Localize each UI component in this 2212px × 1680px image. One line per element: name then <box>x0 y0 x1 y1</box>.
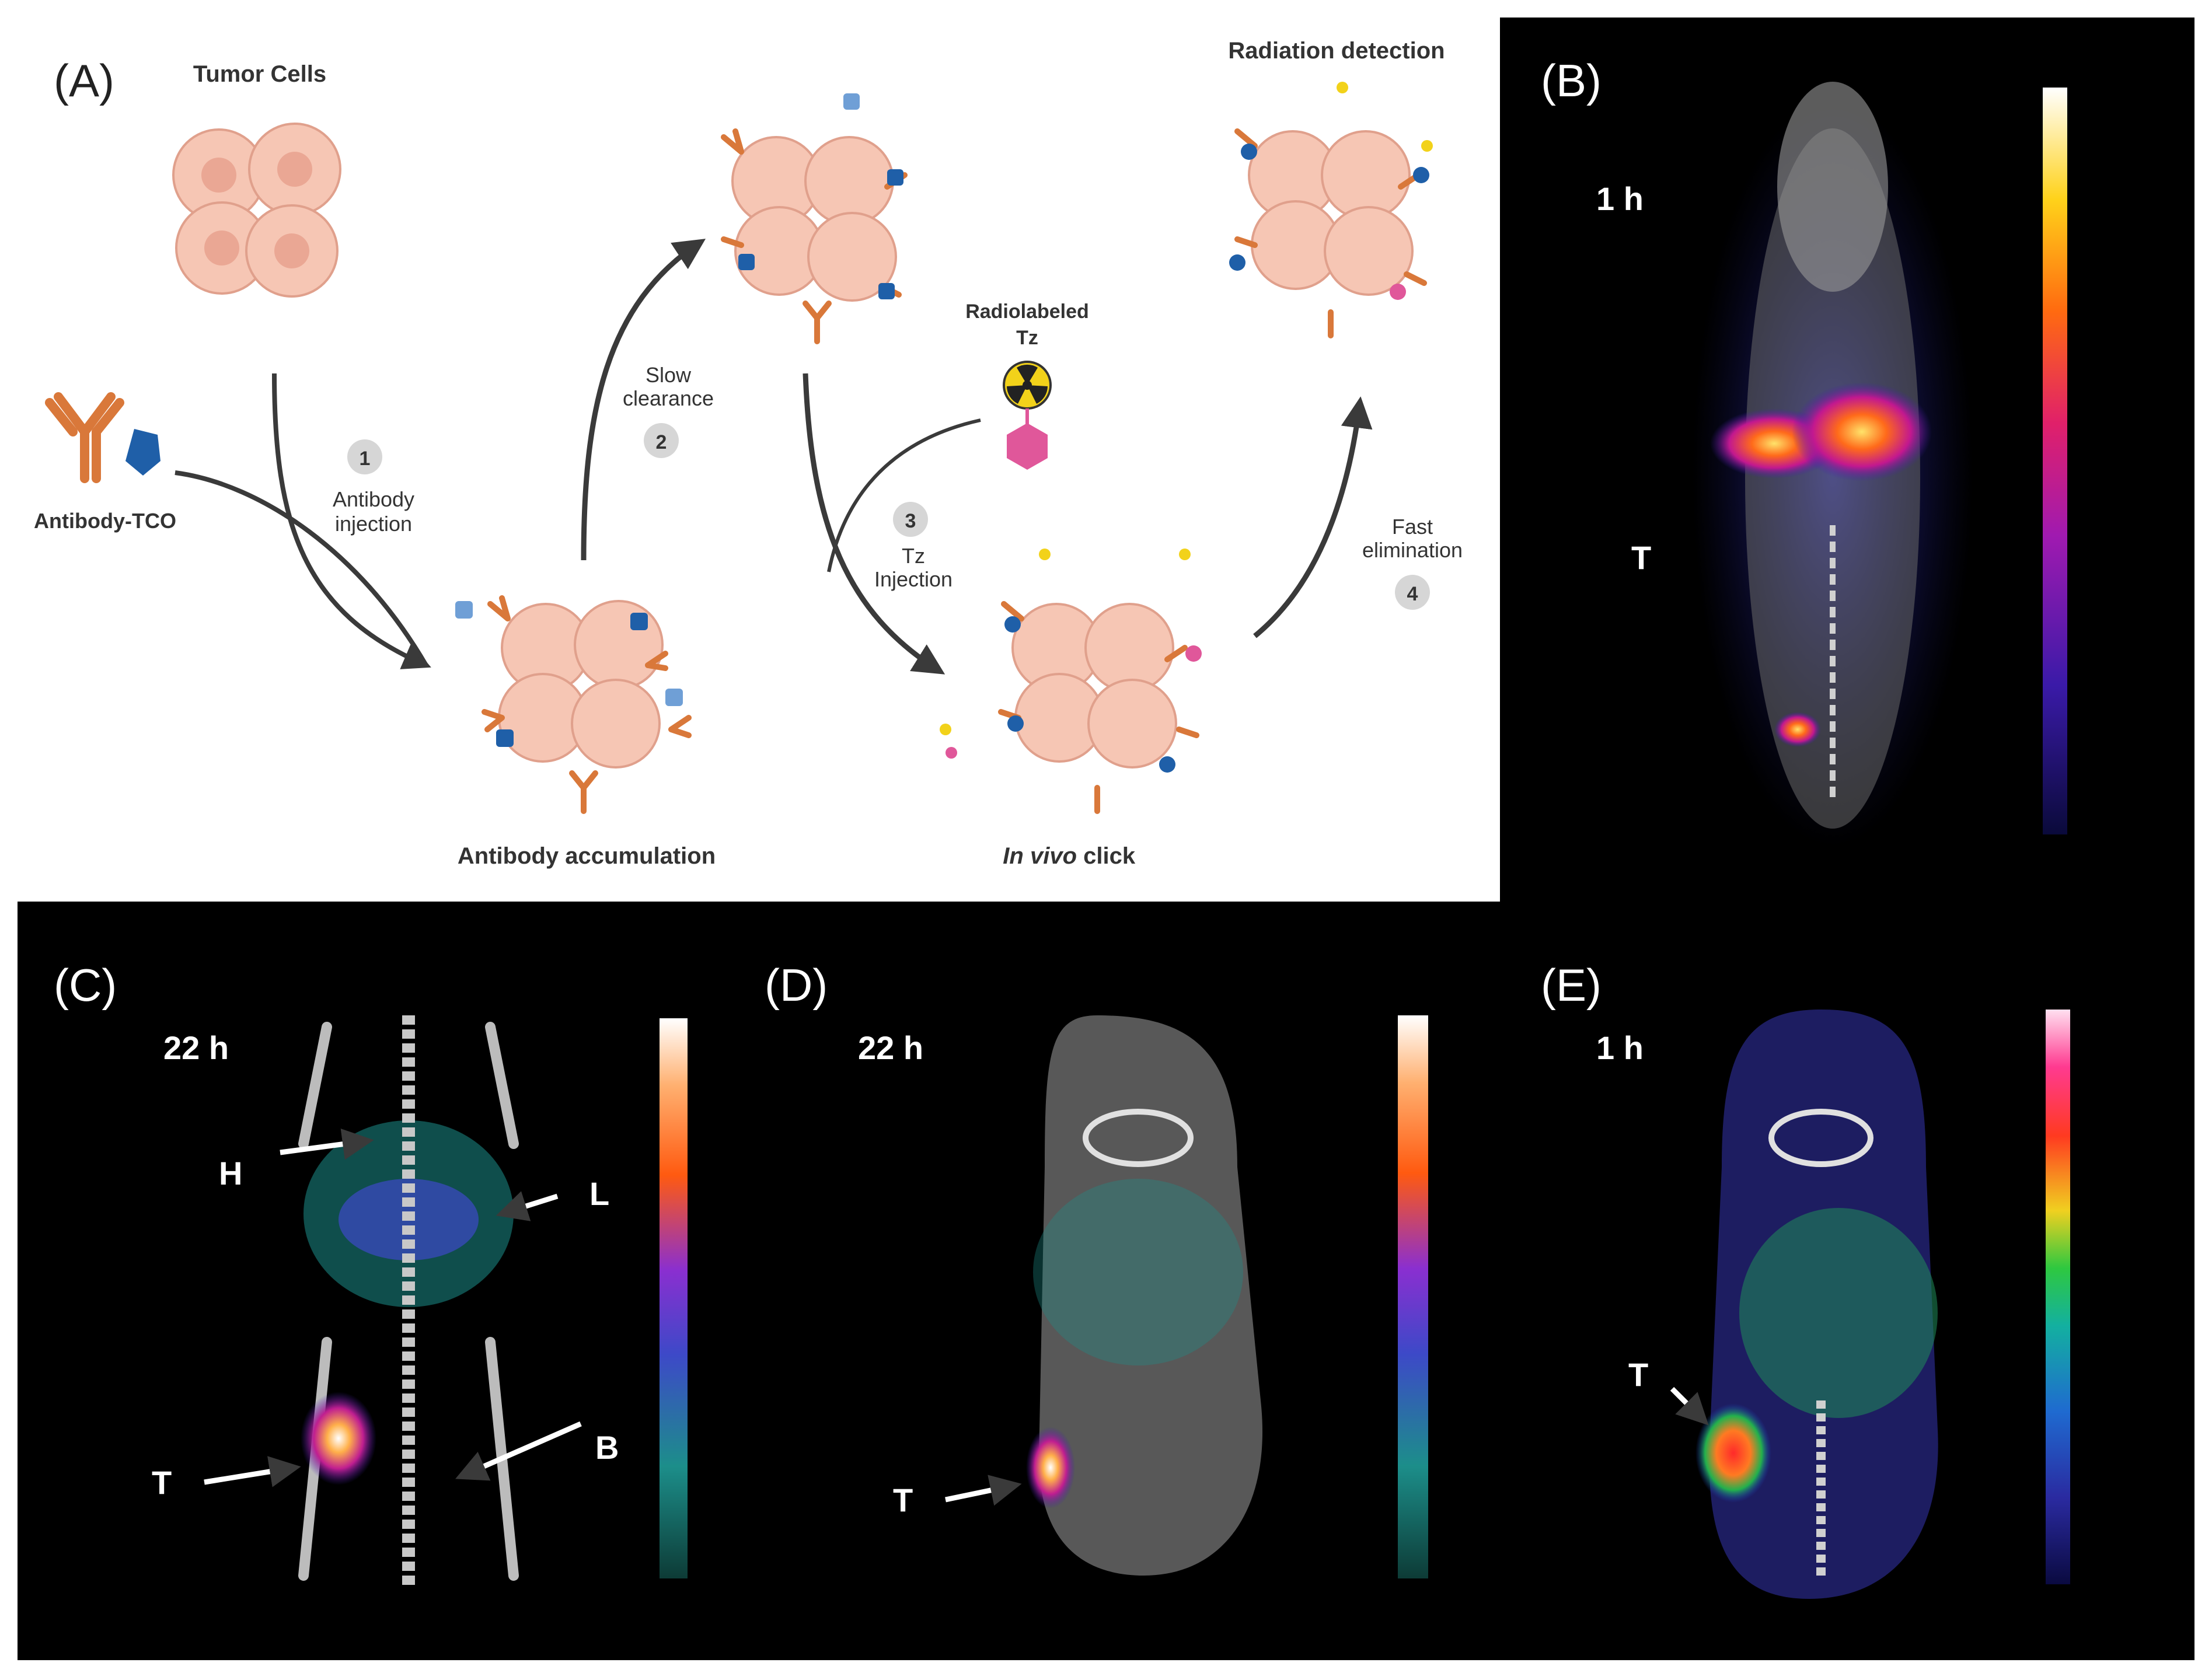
panel-c-color-scale <box>660 1018 688 1578</box>
step3-text-line1: Tz <box>902 544 925 568</box>
panel-e-time: 1 h <box>1596 1029 1644 1066</box>
step2-text-line2: clearance <box>623 386 714 410</box>
panel-c-marker-l: L <box>589 1175 609 1212</box>
step1-arrow-from-antibody <box>175 470 428 667</box>
antibody-tco-icon <box>45 392 161 483</box>
radiolabeled-label-line2: Tz <box>1016 327 1038 349</box>
panel-b-time: 1 h <box>1596 180 1644 217</box>
tetrazine-icon <box>1007 423 1048 470</box>
step4-number: 4 <box>1407 583 1418 605</box>
panel-c-marker-b: B <box>595 1429 619 1466</box>
panel-d-arrow-t <box>945 1475 1022 1506</box>
radiation-detection-cluster <box>1229 82 1433 338</box>
panel-b: (B) 1 h T <box>1541 55 2067 846</box>
step3-number: 3 <box>905 510 916 532</box>
panel-c-time: 22 h <box>163 1029 229 1066</box>
step1-text-line2: injection <box>335 512 412 536</box>
antibody-accumulation-cluster <box>455 595 692 814</box>
panel-c-label: (C) <box>54 959 117 1011</box>
step4-circle <box>1395 575 1430 610</box>
step2-number: 2 <box>656 431 667 453</box>
panel-b-label: (B) <box>1541 55 1602 106</box>
step1-number: 1 <box>360 448 371 470</box>
tz-arrow <box>827 418 981 572</box>
panel-c-marker-t: T <box>152 1464 172 1501</box>
panel-d-label: (D) <box>765 959 828 1011</box>
panel-d-scan <box>1026 1015 1263 1576</box>
antibody-accumulation-label: Antibody accumulation <box>458 843 716 869</box>
radiolabeled-label-line1: Radiolabeled <box>965 301 1089 323</box>
panel-a-label: (A) <box>54 55 114 106</box>
panel-a: (A) Tumor Cells Antibody-TCO 1 <box>34 38 1463 869</box>
slow-clearance-cluster <box>721 93 908 344</box>
radioactive-icon <box>1003 361 1052 410</box>
step2-circle <box>644 423 679 458</box>
panel-e-arrow-t <box>1670 1386 1709 1426</box>
step3-text-line2: Injection <box>874 567 953 591</box>
panel-e: (E) 1 h T <box>1541 959 2070 1599</box>
panel-c-arrow-h <box>280 1128 374 1160</box>
step2-arrow <box>581 239 706 561</box>
step1-arrow-from-cells <box>272 373 431 669</box>
step4-text-line1: Fast <box>1392 515 1433 539</box>
step4-text-line2: elimination <box>1362 538 1463 562</box>
tumor-cell-cluster <box>172 123 341 298</box>
step4-arrow <box>1253 396 1373 638</box>
panel-d-color-scale <box>1398 1015 1428 1578</box>
panel-e-marker-t: T <box>1628 1356 1648 1393</box>
tumor-cells-label: Tumor Cells <box>193 61 326 87</box>
radiation-detection-label: Radiation detection <box>1228 38 1445 64</box>
in-vivo-click-cluster <box>940 549 1202 814</box>
step1-circle <box>347 439 382 474</box>
panel-c-arrow-t <box>204 1456 301 1487</box>
panel-e-color-scale <box>2046 1010 2070 1584</box>
panel-d: (D) 22 h T <box>765 959 1428 1578</box>
step3-arrow <box>803 373 945 675</box>
panel-c-arrow-b <box>455 1421 582 1481</box>
panel-c-arrow-l <box>496 1191 559 1221</box>
step3-circle <box>893 502 928 537</box>
panel-e-label: (E) <box>1541 959 1602 1011</box>
click-label: click <box>1077 843 1136 869</box>
panel-c: (C) 22 h H L T B <box>54 959 688 1587</box>
panel-b-color-scale <box>2043 88 2067 834</box>
panel-d-time: 22 h <box>858 1029 923 1066</box>
panel-e-scan <box>1695 1010 1938 1599</box>
panel-c-marker-h: H <box>219 1155 242 1192</box>
panel-b-scan <box>1693 82 1973 846</box>
panel-c-scan <box>298 1015 519 1587</box>
step2-text-line1: Slow <box>646 363 692 387</box>
step1-text-line1: Antibody <box>333 487 414 511</box>
panel-b-marker-t: T <box>1631 539 1651 576</box>
antibody-tco-label: Antibody-TCO <box>34 509 176 533</box>
in-vivo-italic-label: In vivo <box>1003 843 1077 869</box>
panel-d-marker-t: T <box>893 1482 913 1518</box>
